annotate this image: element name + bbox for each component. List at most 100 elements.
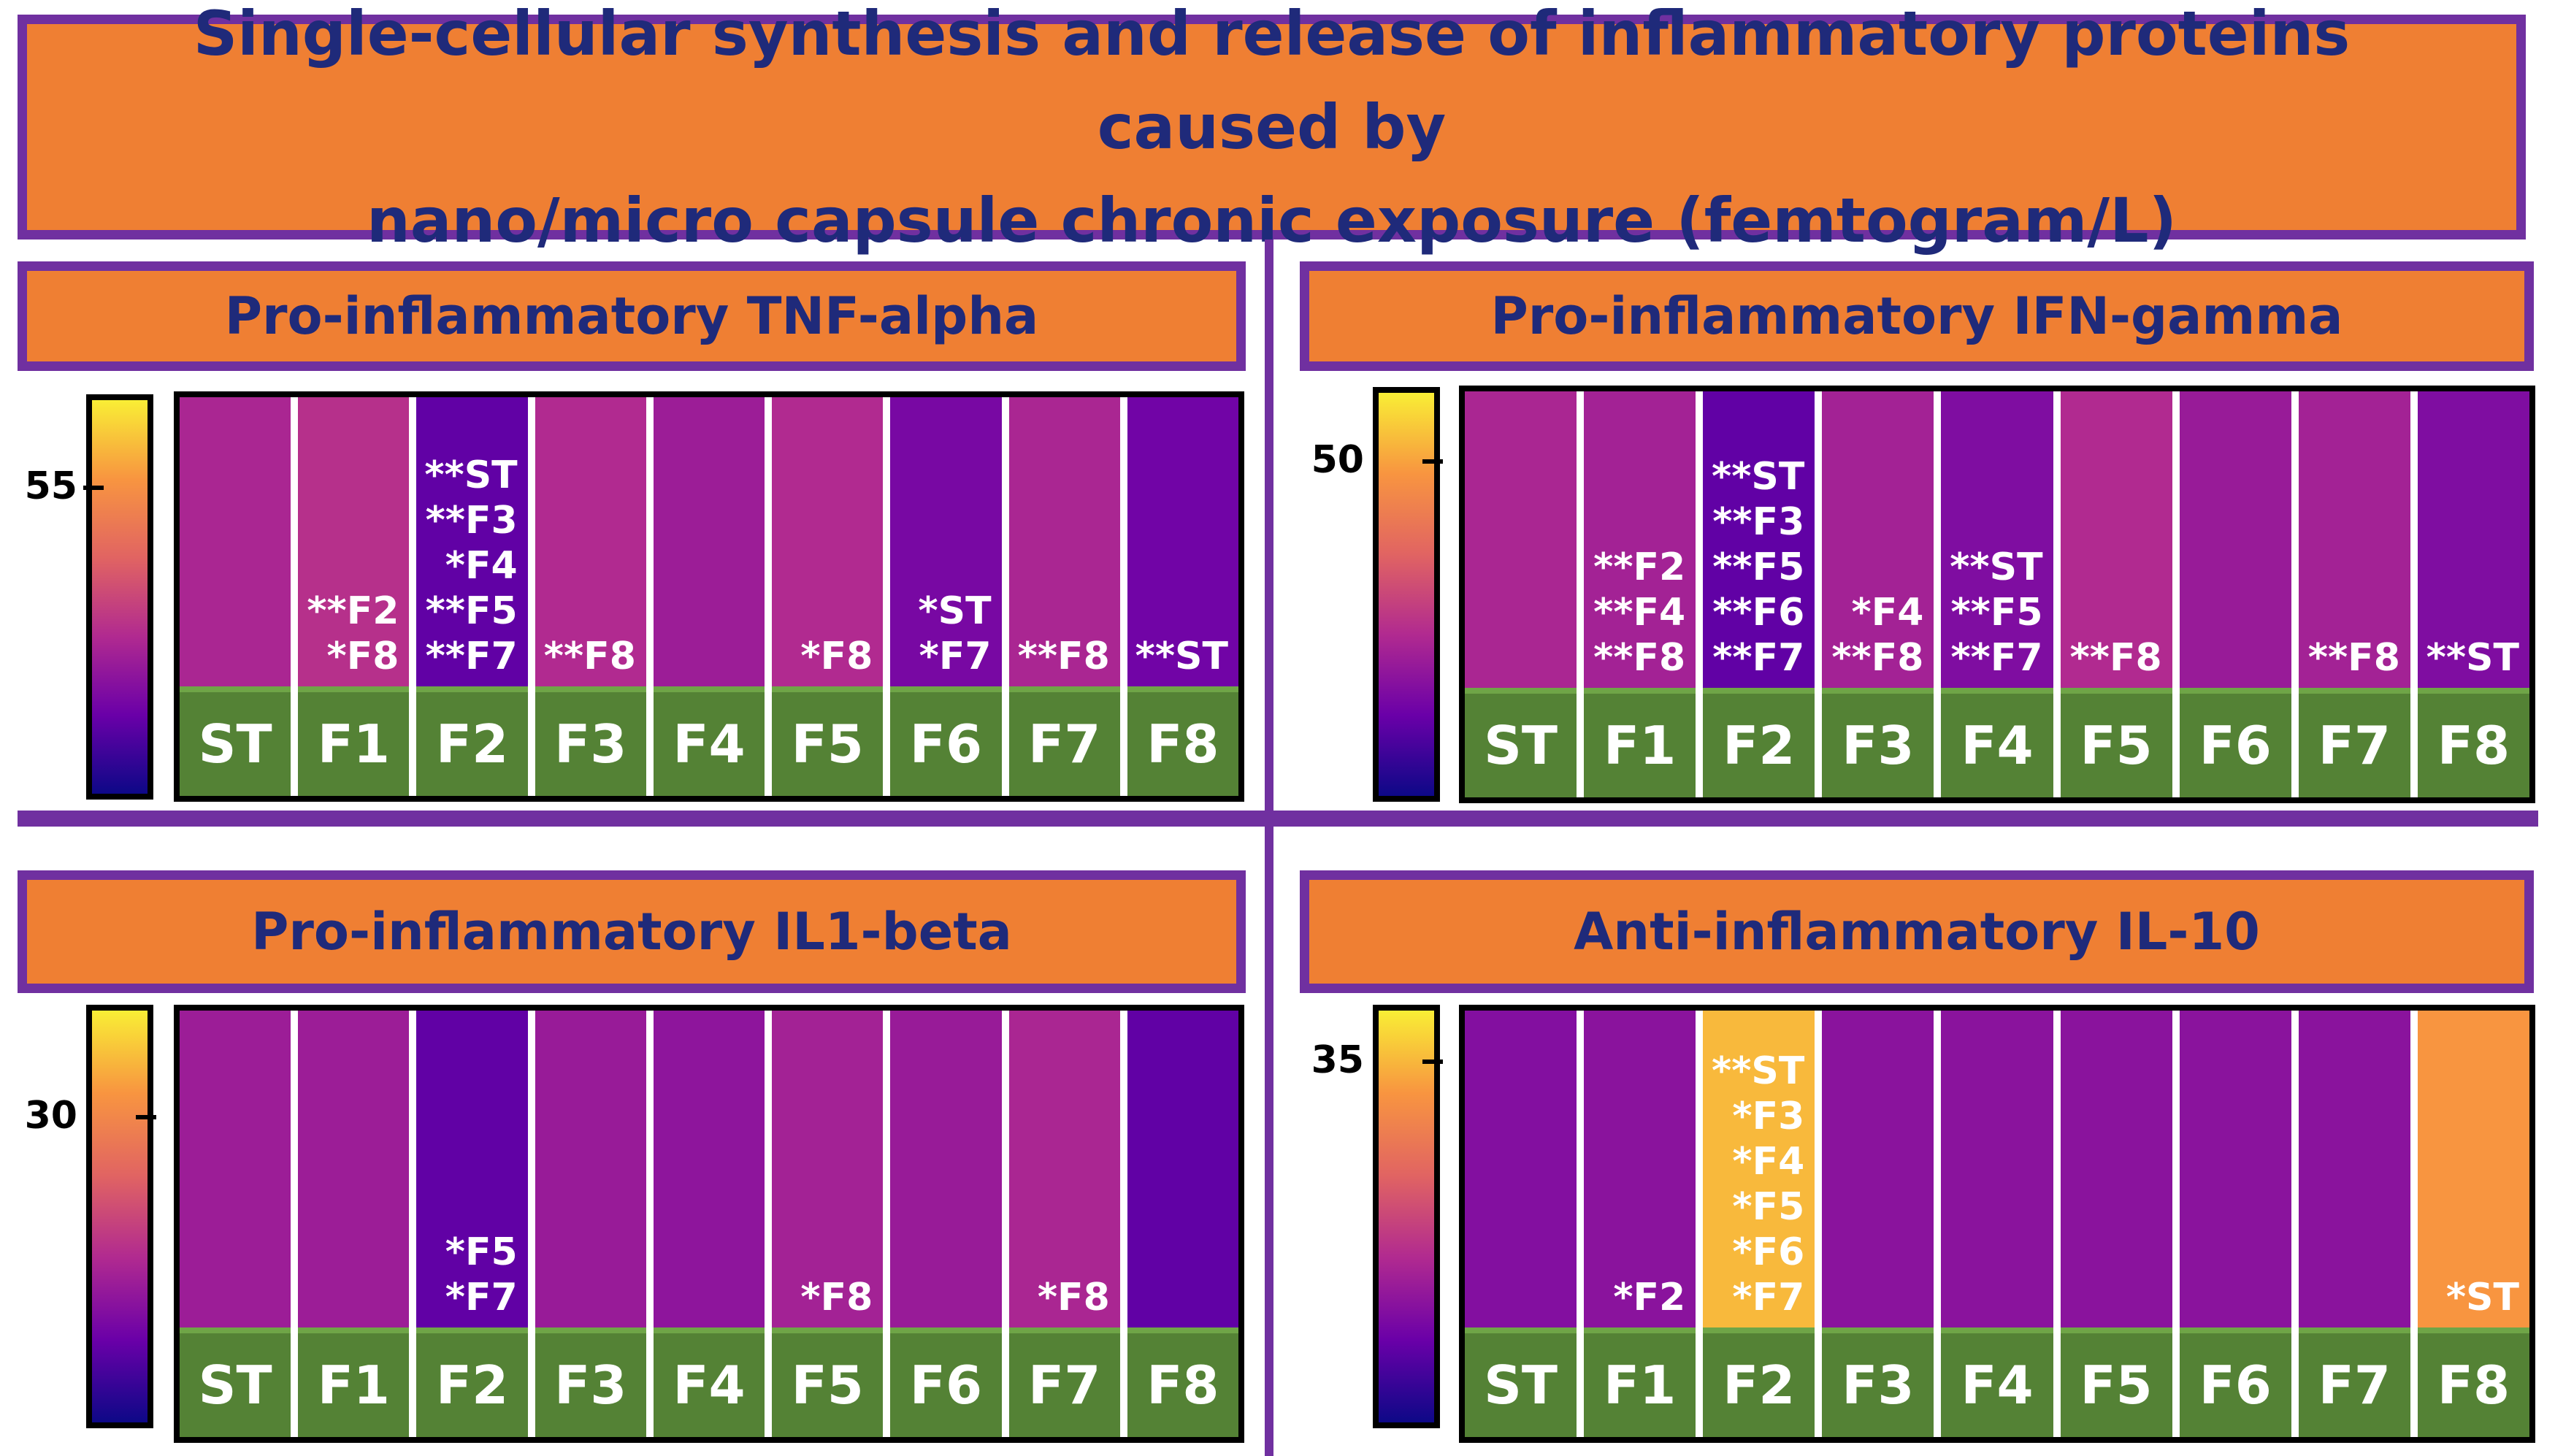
colorbar — [83, 394, 153, 800]
category-label: F4 — [1941, 1327, 2053, 1437]
significance-label: **F2 — [1593, 545, 1686, 589]
significance-annotations: *ST — [2418, 1275, 2529, 1320]
category-label: F6 — [890, 686, 1002, 796]
heatmap-cell: F2**ST*F3*F4*F5*F6*F7 — [1703, 1011, 1815, 1437]
heatmap-cell: F4 — [1941, 1011, 2053, 1437]
category-label: F7 — [1008, 1327, 1120, 1437]
cell-separator — [646, 397, 654, 796]
category-label: F5 — [2060, 688, 2172, 797]
significance-label: *F3 — [1732, 1095, 1805, 1138]
cell-separator — [2410, 391, 2418, 797]
significance-label: *F5 — [1732, 1185, 1805, 1229]
cell-separator — [646, 1011, 654, 1437]
heatmap-cell: F1*F2 — [1584, 1011, 1696, 1437]
colorbar-tick-label: 35 — [1311, 1038, 1364, 1082]
significance-label: **ST — [1712, 455, 1805, 499]
significance-label: *F8 — [800, 635, 873, 678]
heatmap-cell: F8 **ST — [2417, 391, 2529, 797]
category-label: F5 — [772, 1327, 884, 1437]
significance-annotations: **ST*F3*F4*F5*F6*F7 — [1703, 1049, 1815, 1320]
significance-label: **F6 — [1712, 591, 1805, 635]
cell-separator — [2172, 1011, 2180, 1437]
cell-separator — [291, 397, 299, 796]
significance-label: **F8 — [1017, 635, 1110, 678]
significance-label: **F8 — [1593, 636, 1686, 680]
colorbar-tick-label: 50 — [1311, 438, 1364, 482]
significance-annotations: **F8 — [1009, 634, 1120, 679]
heatmap-cell: F7**F8 — [1008, 397, 1120, 796]
heatmap-cell: F7 **F8 — [2298, 391, 2410, 797]
significance-annotations: *F8 — [772, 634, 883, 679]
cell-separator — [1815, 1011, 1823, 1437]
significance-label: *F8 — [326, 635, 399, 678]
significance-label: **F3 — [1712, 500, 1805, 544]
cell-separator — [765, 1011, 773, 1437]
cell-separator — [1696, 1011, 1704, 1437]
horizontal-divider — [18, 811, 2538, 827]
cell-separator — [2172, 391, 2180, 797]
category-label: F3 — [1822, 688, 1934, 797]
heatmap-cell: F2*F5*F7 — [416, 1011, 528, 1437]
heatmap-cell: F3 *F4**F8 — [1822, 391, 1934, 797]
heatmap-cell: F5*F8 — [772, 1011, 884, 1437]
cell-separator — [1001, 397, 1009, 796]
heatmap-cell: F2**ST**F3**F5**F6**F7 — [1703, 391, 1815, 797]
category-label: F7 — [2298, 688, 2410, 797]
significance-label: *F4 — [1851, 591, 1924, 635]
cell-separator — [2053, 1011, 2061, 1437]
significance-label: **F8 — [1831, 636, 1924, 680]
significance-label: **F5 — [1950, 591, 2043, 635]
heatmap-cell: F8**ST — [1127, 397, 1238, 796]
category-label: ST — [1465, 1327, 1577, 1437]
category-label: ST — [1465, 688, 1577, 797]
significance-label: **ST — [2426, 636, 2519, 680]
cell-separator — [1934, 1011, 1942, 1437]
heatmap-cell: F3 — [1822, 1011, 1934, 1437]
heatmap-cell: F6*ST*F7 — [890, 397, 1002, 796]
cell-separator — [883, 397, 891, 796]
heatmap-cell: F7 — [2298, 1011, 2410, 1437]
significance-label: *F4 — [1732, 1140, 1805, 1184]
colorbar-tick — [136, 1115, 156, 1119]
significance-annotations: **ST**F3**F5**F6**F7 — [1703, 454, 1815, 681]
category-label: F5 — [772, 686, 884, 796]
cell-separator — [1696, 391, 1704, 797]
colorbar-tick-label: 55 — [24, 464, 77, 508]
significance-label: *ST — [2445, 1276, 2519, 1319]
colorbar-tick — [1422, 459, 1443, 464]
cell-separator — [527, 1011, 535, 1437]
heatmap-cell: F4 — [653, 397, 765, 796]
significance-label: *F6 — [1732, 1230, 1805, 1274]
significance-label: **F5 — [1712, 545, 1805, 589]
cell-separator — [1815, 391, 1823, 797]
significance-label: *F5 — [445, 1230, 518, 1274]
panel-title: Pro-inflammatory TNF-alpha — [18, 261, 1246, 371]
cell-separator — [409, 397, 417, 796]
significance-label: **F8 — [2307, 636, 2400, 680]
category-label: F1 — [298, 686, 410, 796]
category-label: F3 — [535, 686, 646, 796]
significance-annotations: **F2**F4**F8 — [1584, 545, 1696, 681]
heatmap-cell: F8*ST — [2417, 1011, 2529, 1437]
category-label: F2 — [416, 686, 528, 796]
cell-separator — [1001, 1011, 1009, 1437]
significance-annotations: *ST*F7 — [890, 589, 1001, 679]
colorbar — [86, 1005, 156, 1428]
category-label: F2 — [1703, 1327, 1815, 1437]
heatmap-cell: F1**F2*F8 — [298, 397, 410, 796]
heatmap-cell: F8 — [1127, 1011, 1238, 1437]
category-label: ST — [180, 1327, 291, 1437]
significance-label: *F7 — [1732, 1276, 1805, 1319]
category-label: F8 — [2417, 688, 2529, 797]
category-label: ST — [180, 686, 291, 796]
cell-separator — [1119, 1011, 1127, 1437]
cell-separator — [409, 1011, 417, 1437]
colorbar-tick — [83, 486, 104, 490]
heatmap-cell: F3 — [535, 1011, 646, 1437]
category-label: F1 — [1584, 688, 1696, 797]
significance-label: *F7 — [445, 1276, 518, 1319]
category-label: F1 — [1584, 1327, 1696, 1437]
significance-label: **F8 — [543, 635, 636, 678]
cell-separator — [765, 397, 773, 796]
